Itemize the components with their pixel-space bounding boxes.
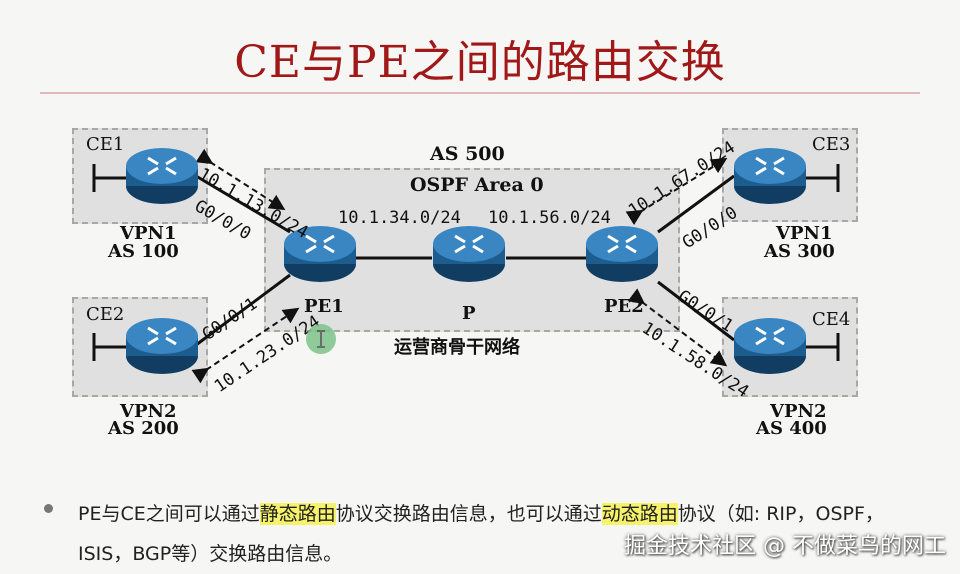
ce2-vpn: VPN2 (120, 401, 177, 422)
page-title: CE与PE之间的路由交换 (234, 37, 726, 88)
route-arrow-pe2-ce4 (627, 288, 728, 367)
backbone-ospf-label: OSPF Area 0 (410, 174, 544, 196)
highlight-dynamic-routing: 动态路由 (601, 503, 678, 525)
p-router-icon (433, 226, 505, 282)
highlight-static-routing: 静态路由 (259, 503, 336, 525)
ce2-name: CE2 (86, 304, 125, 325)
route-arrow-ce2-pe1 (191, 307, 300, 384)
bullet-part2: 协议交换路由信息，也可以通过 (335, 503, 602, 525)
ce1-vpn: VPN1 (120, 223, 177, 244)
ce3-router-icon (734, 148, 806, 204)
backbone-as-label: AS 500 (430, 143, 505, 165)
ce3-name: CE3 (812, 134, 851, 155)
bullet-part1: PE与CE之间可以通过 (78, 503, 260, 525)
ce1-name: CE1 (86, 134, 125, 155)
p-name: P (462, 303, 476, 324)
pe1-name: PE1 (304, 296, 344, 317)
link-p-pe2-subnet: 10.1.56.0/24 (488, 208, 611, 228)
ce3-as: AS 300 (764, 241, 835, 262)
bullet-text: PE与CE之间可以通过静态路由协议交换路由信息，也可以通过动态路由协议（如: R… (78, 494, 908, 574)
link-pe1-p-subnet: 10.1.34.0/24 (338, 208, 461, 228)
ce2-router-icon (126, 318, 198, 374)
ce1-router-icon (126, 148, 198, 204)
ce4-vpn: VPN2 (770, 401, 827, 422)
pe1-router-icon (284, 226, 356, 282)
cursor-icon (306, 324, 336, 354)
pe2-name: PE2 (604, 296, 644, 317)
ce3-vpn: VPN1 (776, 223, 833, 244)
ce4-name: CE4 (812, 309, 851, 330)
ce2-as: AS 200 (108, 418, 179, 439)
route-arrow-pe2-ce3 (625, 157, 728, 226)
isp-backbone-label: 运营商骨干网络 (394, 337, 520, 358)
bullet-part3: 协议（如: RIP，OSPF，ISIS，BGP等）交换路由信息。 (78, 503, 884, 565)
title-divider (40, 92, 920, 94)
ce4-router-icon (734, 318, 806, 374)
route-arrow-ce1-pe1 (195, 148, 286, 211)
bullet-marker (44, 504, 53, 513)
watermark: 掘金技术社区 @ 不做菜鸟的网工 (624, 534, 946, 559)
ce4-as: AS 400 (756, 418, 827, 439)
ce1-as: AS 100 (108, 241, 179, 262)
pe2-router-icon (586, 226, 658, 282)
